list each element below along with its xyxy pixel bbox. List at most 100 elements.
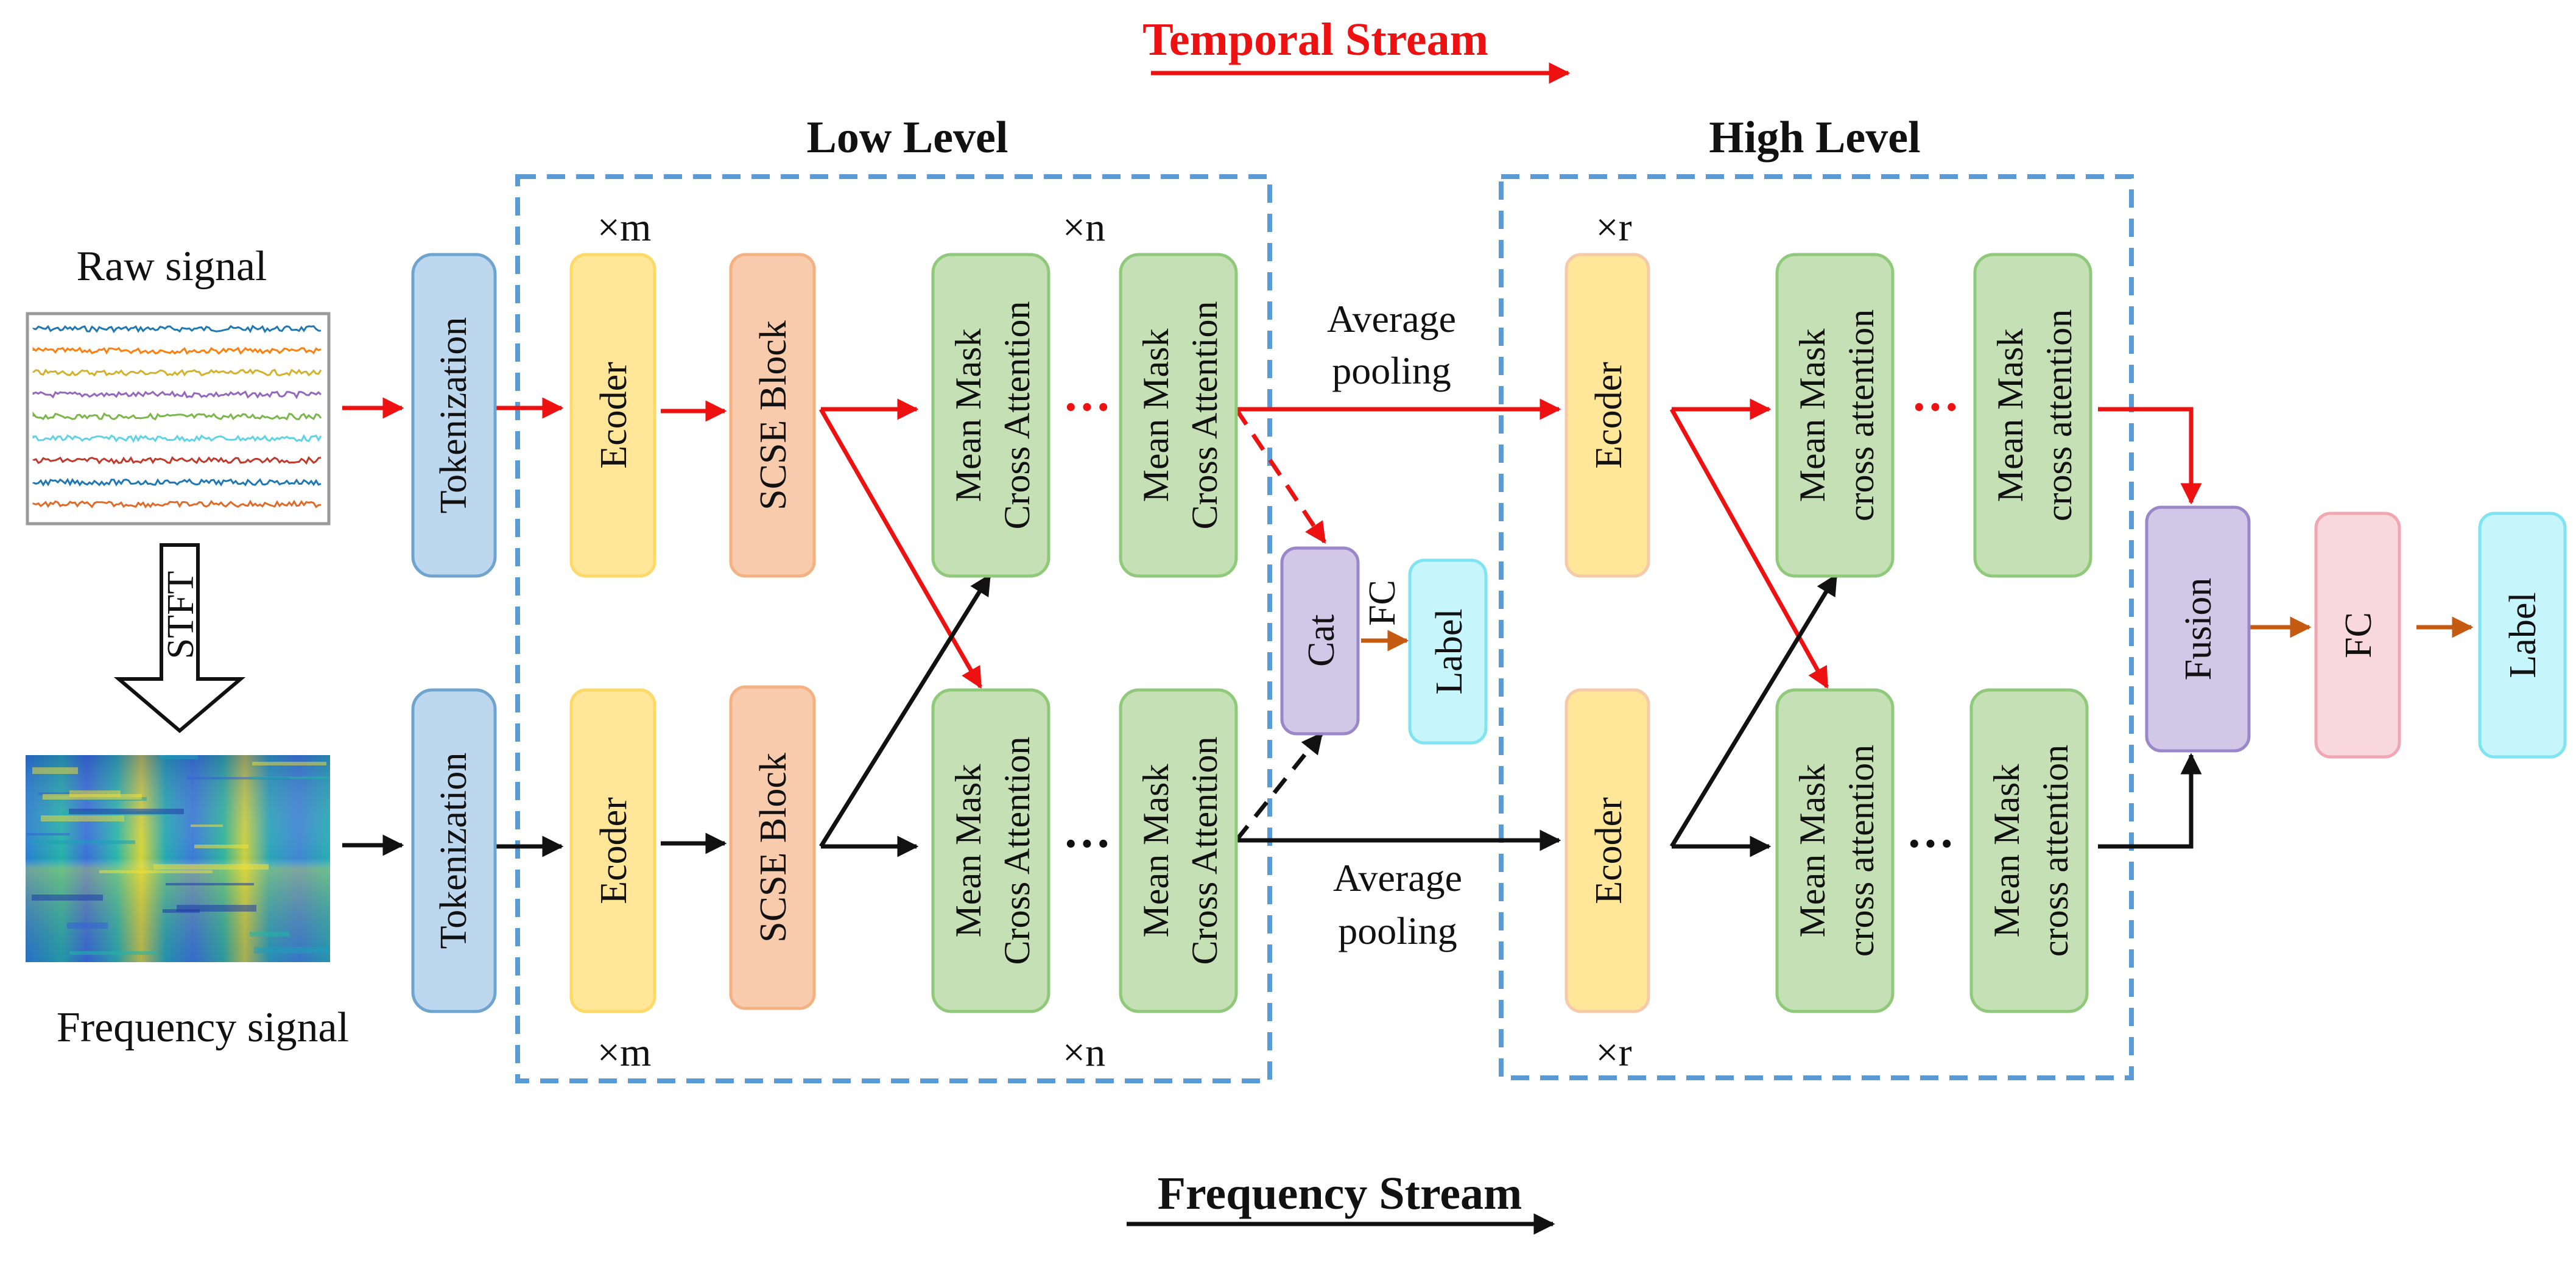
- spectrogram-band: [160, 755, 198, 759]
- svg-text:Cross Attention: Cross Attention: [997, 301, 1037, 529]
- spectrogram-band: [191, 825, 223, 827]
- svg-text:Label: Label: [1429, 608, 1470, 694]
- svg-text:Cat: Cat: [1301, 614, 1342, 667]
- svg-text:cross attention: cross attention: [1841, 309, 1881, 521]
- raw-wave-8: [32, 477, 322, 487]
- fc-mid-label: FC: [1362, 580, 1403, 626]
- avg-pooling-top-line2: pooling: [1332, 349, 1451, 392]
- temporal-arrows: [342, 397, 2202, 689]
- avg-pooling-top-line1: Average: [1327, 297, 1456, 340]
- repeat-n-bottom: ×n: [1063, 1030, 1105, 1075]
- tokenization-block-temporal: Tokenization: [411, 253, 497, 578]
- svg-text:Ecoder: Ecoder: [593, 362, 635, 469]
- high-level-box: [1499, 174, 2134, 1080]
- svg-text:Mean Mask: Mean Mask: [948, 764, 988, 938]
- svg-text:Cross Attention: Cross Attention: [997, 736, 1037, 965]
- cat-block: Cat: [1280, 546, 1360, 736]
- mmca-block-low-frequency-1: Mean Mask Cross Attention: [931, 688, 1050, 1013]
- svg-text:Mean Mask: Mean Mask: [1792, 329, 1832, 502]
- frequency-signal-label: Frequency signal: [57, 1004, 349, 1051]
- svg-text:SCSE Block: SCSE Block: [753, 753, 794, 943]
- repeat-n-top: ×n: [1063, 205, 1105, 250]
- svg-text:Cross Attention: Cross Attention: [1184, 301, 1225, 529]
- spectrogram-band: [32, 767, 78, 774]
- spectrogram-band: [252, 762, 326, 765]
- frequency-arrows: [342, 574, 2202, 857]
- raw-wave-1: [32, 325, 322, 334]
- svg-text:Tokenization: Tokenization: [433, 317, 474, 514]
- spectrogram-band: [194, 845, 248, 848]
- spectrogram-band: [43, 794, 142, 800]
- dots-high-temporal: ···: [1911, 381, 1960, 434]
- svg-text:Mean Mask: Mean Mask: [1136, 764, 1176, 938]
- svg-text:cross attention: cross attention: [2039, 309, 2079, 521]
- spectrogram-band: [177, 905, 256, 912]
- mmca-block-low-temporal-1: Mean Mask Cross Attention: [931, 253, 1050, 578]
- spectrogram-band: [153, 864, 269, 870]
- raw-wave-2: [32, 346, 322, 355]
- spectrogram-band: [69, 790, 121, 797]
- svg-text:Cross Attention: Cross Attention: [1184, 736, 1225, 965]
- spectrogram-band: [30, 840, 135, 844]
- svg-text:FC: FC: [2338, 612, 2379, 658]
- temporal-stream-title: Temporal Stream: [1142, 14, 1488, 65]
- repeat-r-bottom: ×r: [1596, 1030, 1631, 1075]
- raw-wave-7: [32, 456, 322, 465]
- svg-text:Tokenization: Tokenization: [433, 753, 474, 949]
- spectrogram-band: [69, 809, 184, 814]
- frequency-stream-title: Frequency Stream: [1158, 1168, 1522, 1219]
- spectrogram-band: [32, 895, 103, 901]
- low-level-label: Low Level: [807, 113, 1008, 163]
- stft-arrow: STFT: [113, 543, 246, 733]
- repeat-m-top: ×m: [597, 205, 652, 250]
- mmca-block-high-frequency-2: Mean Mask cross attention: [1969, 688, 2089, 1013]
- spectrogram-band: [67, 923, 108, 929]
- dots-high-frequency: ···: [1906, 817, 1955, 871]
- spectrogram-band: [250, 776, 330, 779]
- svg-text:Ecoder: Ecoder: [1588, 797, 1630, 904]
- mmca-block-high-temporal-2: Mean Mask cross attention: [1973, 253, 2092, 578]
- spectrogram-band: [27, 833, 70, 835]
- svg-text:Fusion: Fusion: [2178, 578, 2219, 681]
- low-level-box: [515, 174, 1272, 1083]
- repeat-m-bottom: ×m: [597, 1030, 652, 1075]
- avg-pooling-bottom-line2: pooling: [1338, 909, 1457, 952]
- encoder-block-low-frequency: Ecoder: [569, 688, 656, 1013]
- output-arrows: [1361, 616, 2474, 652]
- svg-text:Mean Mask: Mean Mask: [948, 329, 988, 502]
- stft-label: STFT: [160, 571, 202, 659]
- raw-wave-6: [32, 434, 322, 443]
- mmca-block-high-temporal-1: Mean Mask cross attention: [1775, 253, 1895, 578]
- repeat-r-top: ×r: [1596, 205, 1631, 250]
- avg-pooling-bottom-line1: Average: [1333, 856, 1462, 899]
- raw-wave-5: [32, 411, 322, 421]
- svg-text:Mean Mask: Mean Mask: [1136, 329, 1176, 502]
- label-block-final: Label: [2478, 512, 2567, 759]
- spectrogram-band: [38, 792, 82, 795]
- encoder-block-low-temporal: Ecoder: [569, 253, 656, 578]
- spectrogram-band: [254, 947, 330, 954]
- spectrogram-band: [250, 932, 289, 937]
- spectrogram-band: [41, 815, 124, 821]
- svg-text:Ecoder: Ecoder: [1588, 362, 1630, 469]
- raw-wave-4: [32, 390, 322, 399]
- svg-text:Mean Mask: Mean Mask: [1792, 764, 1832, 938]
- svg-text:Ecoder: Ecoder: [593, 797, 635, 904]
- spectrogram-band: [187, 777, 290, 779]
- scse-block-temporal: SCSE Block: [729, 253, 816, 578]
- spectrogram-band: [163, 909, 200, 913]
- encoder-block-high-frequency: Ecoder: [1564, 688, 1650, 1013]
- tokenization-block-frequency: Tokenization: [411, 688, 497, 1013]
- svg-text:SCSE Block: SCSE Block: [753, 320, 794, 510]
- spectrogram-band: [99, 870, 213, 873]
- label-block-mid: Label: [1408, 558, 1488, 745]
- spectrogram-band: [166, 883, 254, 885]
- mmca-block-low-frequency-2: Mean Mask Cross Attention: [1119, 688, 1238, 1013]
- frequency-spectrogram: [26, 755, 330, 962]
- fc-block: FC: [2314, 512, 2401, 759]
- svg-text:cross attention: cross attention: [2035, 745, 2075, 957]
- raw-signal-plot: [26, 312, 331, 526]
- svg-text:Label: Label: [2502, 592, 2544, 678]
- raw-wave-3: [32, 368, 322, 377]
